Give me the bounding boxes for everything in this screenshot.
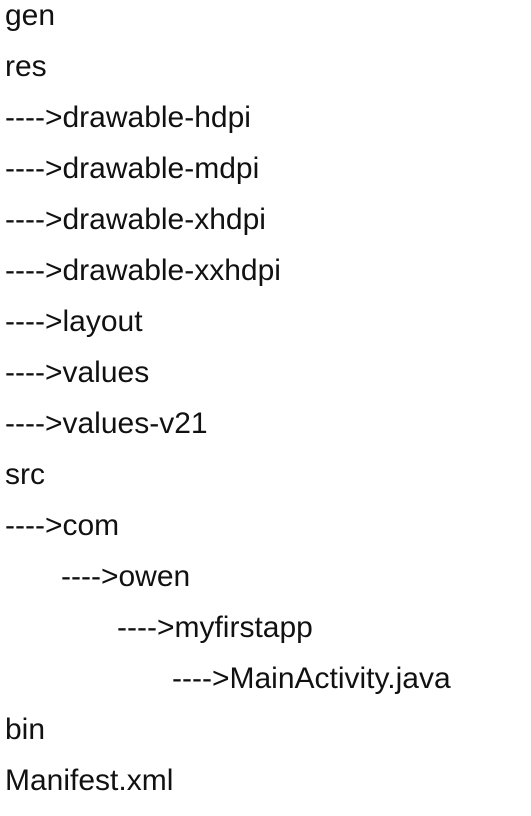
tree-line-drawable-hdpi: ---->drawable-hdpi	[5, 101, 251, 134]
tree-line-res: res	[5, 50, 47, 83]
tree-line-values-v21: ---->values-v21	[5, 407, 208, 440]
tree-line-drawable-xhdpi: ---->drawable-xhdpi	[5, 203, 266, 236]
tree-line-com: ---->com	[5, 509, 120, 542]
tree-line-mainactivity: ---->MainActivity.java	[172, 662, 451, 695]
tree-line-owen: ---->owen	[61, 560, 191, 593]
tree-line-src: src	[5, 458, 45, 491]
tree-line-gen: gen	[5, 0, 56, 32]
tree-line-manifest: Manifest.xml	[5, 764, 174, 797]
tree-line-myfirstapp: ---->myfirstapp	[117, 611, 313, 644]
tree-line-layout: ---->layout	[5, 305, 143, 338]
tree-line-values: ---->values	[5, 356, 150, 389]
tree-line-bin: bin	[5, 713, 46, 746]
tree-line-drawable-mdpi: ---->drawable-mdpi	[5, 152, 260, 185]
tree-line-drawable-xxhdpi: ---->drawable-xxhdpi	[5, 254, 281, 287]
